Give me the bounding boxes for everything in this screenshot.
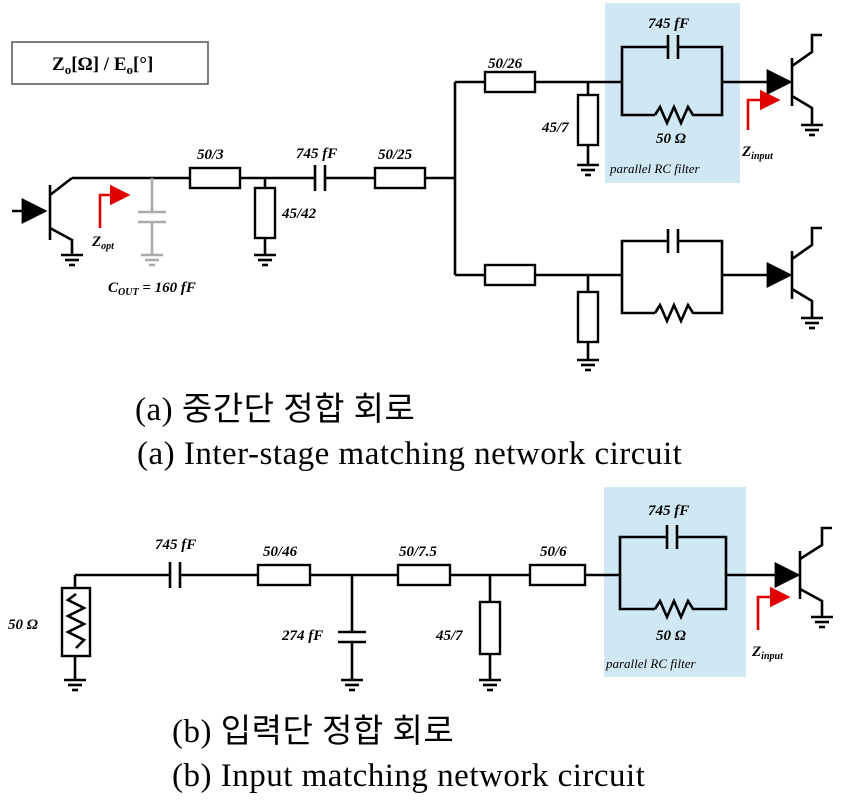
stub-b-45-7-label: 45/7 [435,628,463,644]
stub-45-42: 45/42 [253,178,317,267]
filter-res-b-label: 50 Ω [656,628,686,644]
legend-text: Zo[Ω] / Eo[°] [52,54,153,77]
tline-50-7-5: 50/7.5 [396,544,530,587]
tline-50-25: 50/25 [373,147,455,190]
zopt-arrow: Zopt [91,184,131,252]
branch-bottom [455,226,823,372]
filter-label-top: parallel RC filter [609,161,700,176]
filter-cap-b-label: 745 fF [648,503,689,519]
source-resistor: 50 Ω [8,573,170,692]
legend-box: Zo[Ω] / Eo[°] [11,41,209,85]
zinput-b-label: Zinput [751,644,784,662]
circuit-b: 50 Ω 745 fF 50/46 274 fF [8,487,833,692]
source-res-label: 50 Ω [8,617,38,633]
filter-box-a [605,3,740,183]
rc-filter-b: 745 fF 50 Ω parallel RC filter [605,503,801,671]
tline-50-3: 50/3 [188,147,315,190]
zopt-label: Zopt [91,234,115,252]
stub-b-45-7: 45/7 [435,575,502,692]
filter-cap-top-label: 745 fF [648,16,689,32]
series-cap-a: 745 fF [296,146,375,191]
branch-top: 50/26 45/7 745 fF 50 Ω parallel RC filte… [455,16,823,177]
tline-50-46-label: 50/46 [263,544,298,560]
tline-50-6: 50/6 [528,544,620,587]
series-cap-a-label: 745 fF [296,146,337,162]
shunt-cap-label: 274 fF [281,628,323,644]
zinput-a-label: Zinput [741,144,774,162]
stub-45-42-label: 45/42 [281,206,317,222]
transistor-left [12,176,190,267]
filter-res-top-label: 50 Ω [656,131,686,147]
filter-box-b [604,487,746,677]
series-cap-b-label: 745 fF [155,537,196,553]
caption-b-korean: (b) 입력단 정합 회로 [172,714,455,750]
stub-45-7-label: 45/7 [541,120,569,136]
tline-50-6-label: 50/6 [540,544,567,560]
transistor-b: Zinput [751,526,833,662]
cout-capacitor: COUT = 160 fF [108,178,196,298]
tline-50-25-label: 50/25 [378,147,413,163]
caption-a-korean: (a) 중간단 정합 회로 [135,392,416,428]
tline-50-26-label: 50/26 [488,56,523,72]
filter-label-b: parallel RC filter [605,656,696,671]
tline-50-46: 50/46 [256,544,398,587]
tline-50-3-label: 50/3 [197,147,224,163]
series-cap-b: 745 fF [155,537,258,588]
caption-b-english: (b) Input matching network circuit [172,758,646,794]
shunt-cap-274: 274 fF [281,575,366,692]
cout-label: COUT = 160 fF [108,280,196,298]
circuit-a: Zo[Ω] / Eo[°] Zopt [11,3,823,372]
caption-a-english: (a) Inter-stage matching network circuit [137,436,683,472]
tline-50-7-5-label: 50/7.5 [399,544,437,560]
